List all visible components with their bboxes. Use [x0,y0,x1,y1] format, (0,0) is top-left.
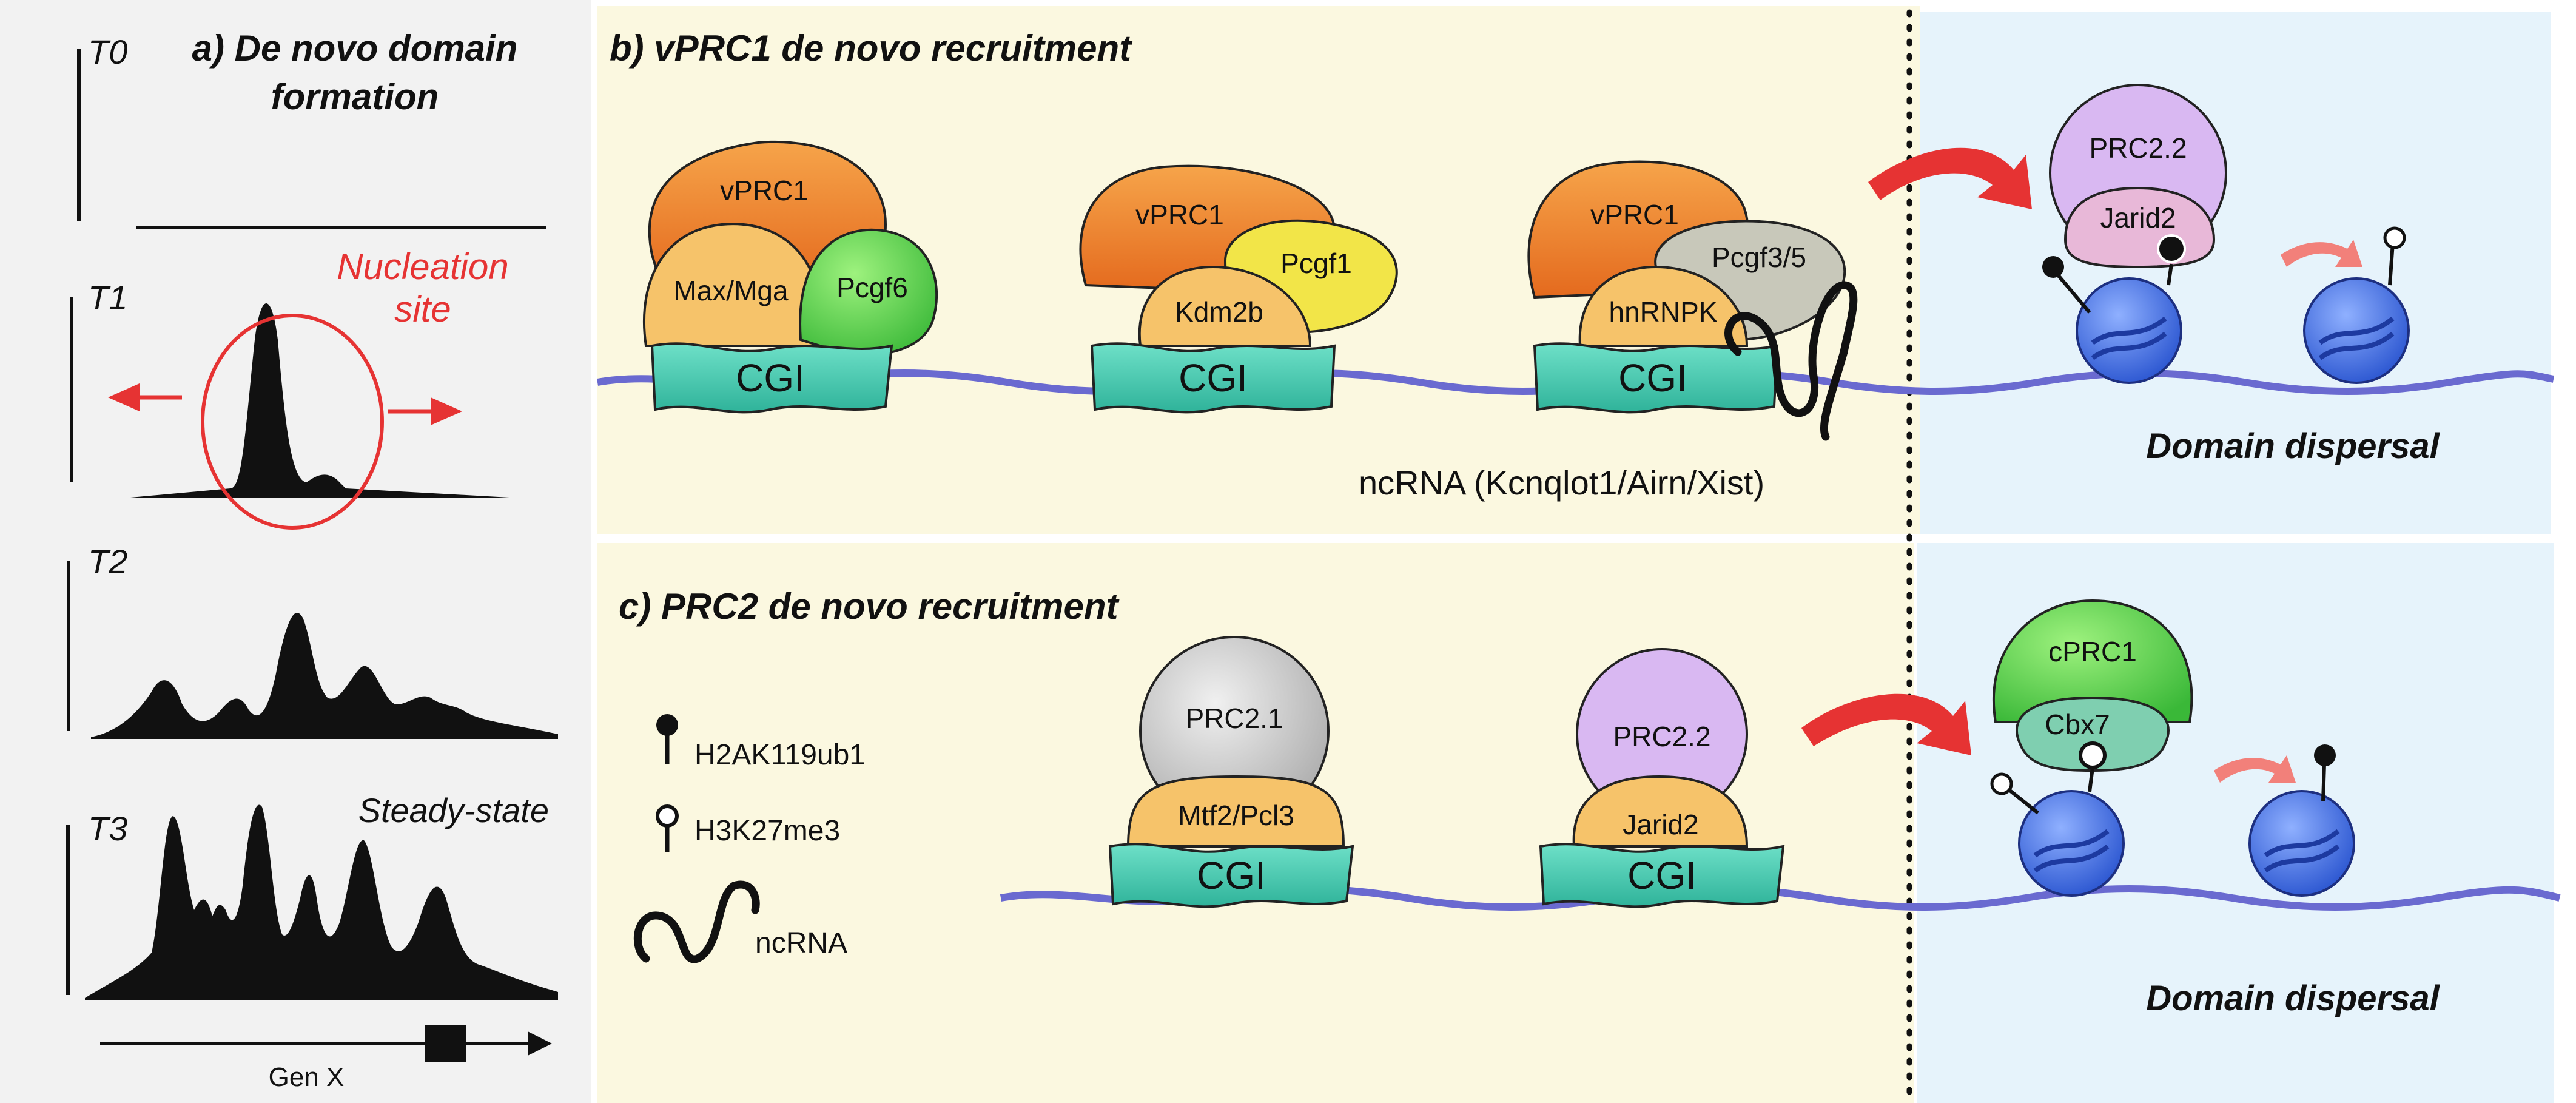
cprc1-dispersal-complex: cPRC1 Cbx7 Domain dispersal [1990,599,2441,1018]
transition-arrow-icon [1868,147,2032,209]
nucleation-label-line1: Nucleation [337,246,509,287]
pcgf6-label: Pcgf6 [836,272,908,303]
filled-pin-icon [2042,256,2091,314]
cgi-label-5: CGI [1627,854,1697,897]
prc2-2-label: PRC2.2 [1613,721,1710,752]
pcgf3-5-label: Pcgf3/5 [1712,241,1806,273]
mtf2-pcl3-label: Mtf2/Pcl3 [1178,800,1294,831]
vprc1-pcgf6-complex: vPRC1 Max/Mga Pcgf6 CGI [643,140,938,414]
open-pin-icon [2383,226,2406,286]
panel-b-title: b) vPRC1 de novo recruitment [610,28,1133,69]
vprc1-pcgf1-complex: vPRC1 Pcgf1 Kdm2b CGI [1079,164,1398,414]
open-pin-icon [1990,772,2039,815]
gene-x-marker [425,1025,466,1062]
panel-a-title-line2: formation [271,76,439,117]
cprc1-core [1992,599,2193,723]
transition-arrow-icon [1801,693,1971,755]
cgi-block-5 [1539,843,1785,908]
cbx7-subunit [2016,696,2170,772]
mtf2-pcl3-subunit [1126,775,1345,848]
filled-pin-icon [2314,744,2336,801]
ncrna-squiggle-icon [633,880,760,963]
legend-ncrna-label: ncRNA [755,927,847,959]
jarid2-label: Jarid2 [2100,202,2176,234]
nucleation-site-ellipse [201,314,384,530]
timepoint-t3: T3 [88,809,127,848]
domain-dispersal-label-b: Domain dispersal [2146,427,2440,466]
filled-pin-icon [656,714,678,764]
pin-stem [2167,263,2173,286]
prc2-2-complex: PRC2.2 Jarid2 CGI [1539,648,1785,908]
prc2-1-complex: PRC2.1 Mtf2/Pcl3 CGI [1108,636,1354,908]
panel-c-title: c) PRC2 de novo recruitment [619,586,1120,627]
cgi-label-3: CGI [1618,356,1687,400]
ncrna-squiggle-icon [1724,281,1858,441]
timepoint-t1: T1 [88,278,127,317]
nucleosome-2 [2304,278,2409,383]
cbx7-label: Cbx7 [2045,709,2110,740]
cgi-block-3 [1533,342,1779,414]
prc2-1-label: PRC2.1 [1185,703,1283,734]
legend-h3k27me3-label: H3K27me3 [694,815,840,847]
spread-left-arrow-icon [108,383,182,411]
spread-arrow-icon [2214,755,2296,783]
steady-state-label: Steady-state [358,791,549,829]
jarid2-label: Jarid2 [1623,809,1698,840]
kdm2b-label: Kdm2b [1175,296,1263,328]
cgi-label-4: CGI [1197,854,1266,897]
jarid2-subunit [1572,775,1749,848]
t3-domain-profile [85,804,558,1000]
domain-dispersal-label-c: Domain dispersal [2146,979,2440,1018]
open-pin-icon [656,804,679,852]
timepoint-t0: T0 [88,33,127,71]
legend: H2AK119ub1 H3K27me3 ncRNA [633,714,866,963]
panel-b-dispersal-background [1920,12,2551,534]
nucleosome-4 [2250,791,2354,896]
cprc1-label: cPRC1 [2048,636,2137,667]
nucleation-label-line2: site [394,289,451,329]
cgi-block-2 [1090,342,1336,414]
vprc1-label: vPRC1 [1590,199,1679,231]
h3k27me3-binding-pocket [2079,741,2107,769]
pin-stem [2088,767,2094,792]
prc2-2-label: PRC2.2 [2089,132,2187,164]
cgi-block-4 [1108,843,1354,908]
h2ak119ub1-binding-pocket [2157,234,2186,263]
vprc1-label: vPRC1 [720,175,809,206]
gene-x-label: Gen X [269,1062,345,1092]
hnrnpk-label: hnRNPK [1609,296,1718,328]
spread-right-arrow-icon [388,397,462,425]
panel-c: c) PRC2 de novo recruitment H2AK119ub1 H… [619,586,2561,1018]
prc2-2-dispersal-complex: PRC2.2 Jarid2 Domain dispersal [2042,84,2441,466]
legend-h2ak119ub1-label: H2AK119ub1 [694,739,866,771]
panel-a-title-line1: a) De novo domain [192,28,518,69]
pcgf1-label: Pcgf1 [1280,248,1352,279]
cgi-block-1 [650,342,893,414]
nucleosome-1 [2077,278,2181,383]
panel-b: b) vPRC1 de novo recruitment vPRC1 Max/M… [596,28,2555,502]
spread-arrow-icon [2281,240,2362,267]
vprc1-pcgf3-5-complex: vPRC1 Pcgf3/5 hnRNPK CGI [1527,160,1858,441]
panel-a: a) De novo domain formation T0 T1 Nuclea… [66,28,558,1092]
vprc1-label: vPRC1 [1135,199,1224,231]
pcgf6-subunit [799,228,938,357]
panel-c-dispersal-background [1917,543,2554,1103]
max-mga-label: Max/Mga [673,275,789,306]
timepoint-t2: T2 [88,542,127,581]
nucleosome-3 [2019,791,2124,896]
kdm2b-subunit [1138,265,1312,347]
cgi-label-2: CGI [1179,356,1248,400]
ncrna-label: ncRNA (Kcnqlot1/Airn/Xist) [1359,464,1764,502]
t2-domain-profile [91,613,558,739]
cgi-label-1: CGI [736,356,805,400]
